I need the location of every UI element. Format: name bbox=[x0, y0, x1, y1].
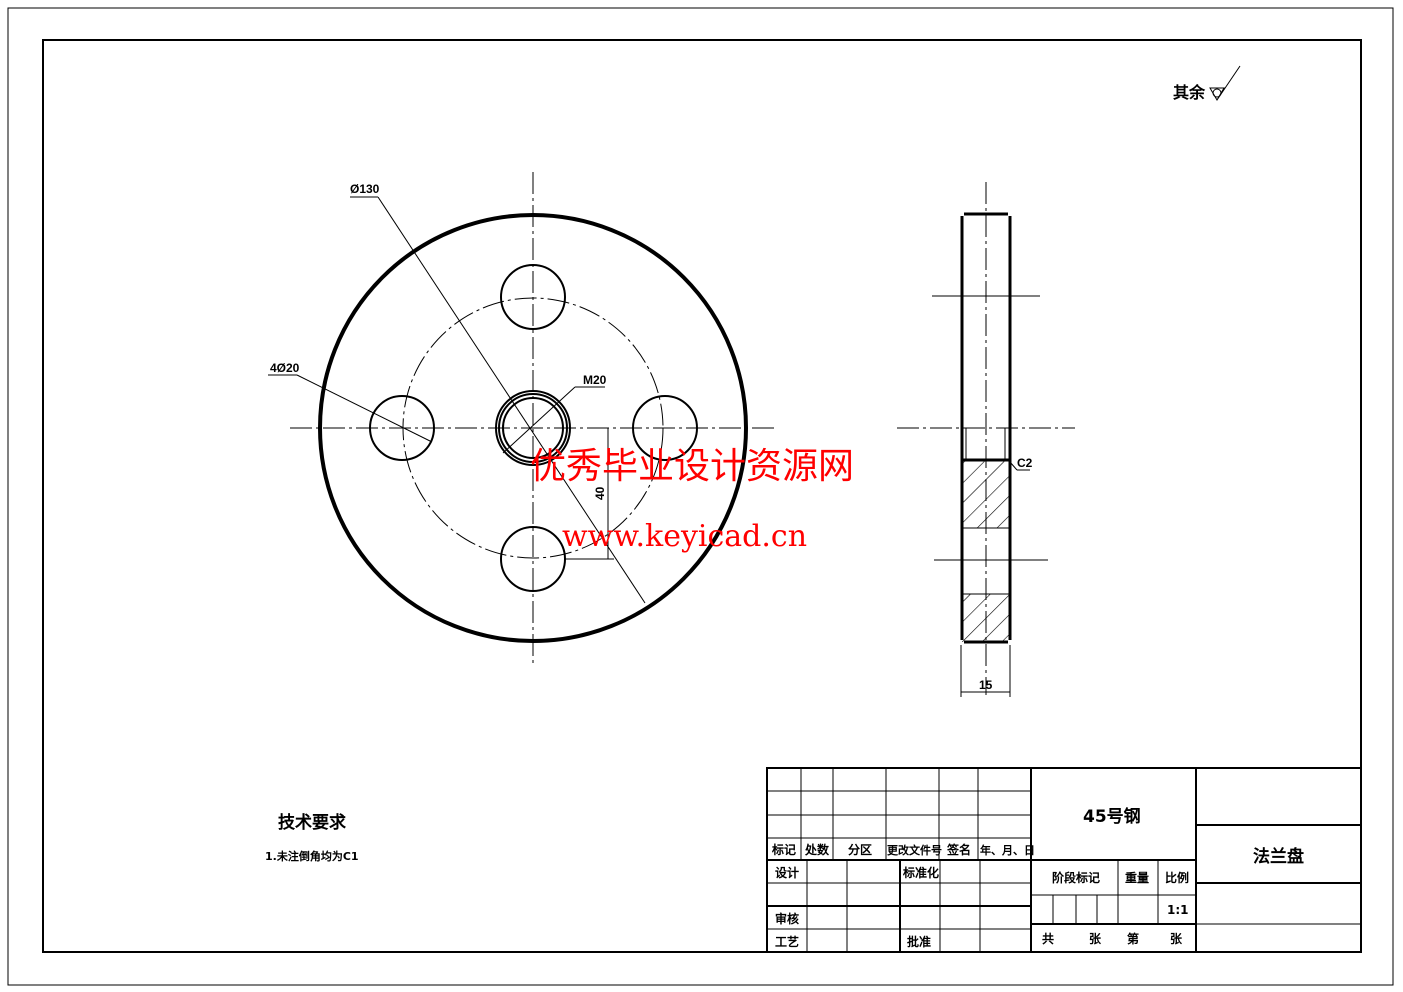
svg-text:Ø130: Ø130 bbox=[350, 182, 380, 196]
dimension-outer-diameter: Ø130 bbox=[350, 182, 646, 604]
label-review: 审核 bbox=[775, 911, 799, 926]
svg-text:M20: M20 bbox=[583, 373, 607, 387]
svg-text:15: 15 bbox=[979, 678, 993, 692]
hatched-section-lower bbox=[962, 594, 1010, 642]
header-signature: 签名 bbox=[946, 842, 971, 857]
surface-roughness-note: 其余 bbox=[1173, 65, 1241, 102]
material: 45号钢 bbox=[1083, 806, 1141, 827]
svg-text:C2: C2 bbox=[1017, 456, 1033, 470]
center-hole-outer bbox=[495, 390, 571, 466]
watermark-title: 优秀毕业设计资源网 bbox=[530, 446, 854, 487]
label-sheet-no: 第 bbox=[1127, 931, 1139, 946]
label-standardization: 标准化 bbox=[902, 865, 939, 880]
dimension-thickness: 15 bbox=[960, 645, 1011, 697]
label-sheets: 张 bbox=[1089, 931, 1102, 946]
label-stage-mark: 阶段标记 bbox=[1052, 870, 1100, 885]
side-section-view: 15 C2 bbox=[897, 182, 1075, 697]
tech-requirements-title: 技术要求 bbox=[278, 812, 346, 833]
front-view: Ø130 4Ø20 M20 40 bbox=[268, 172, 778, 665]
part-name: 法兰盘 bbox=[1253, 846, 1304, 867]
hatched-section-upper bbox=[962, 460, 1010, 528]
dimension-bolt-offset: 40 bbox=[565, 428, 614, 560]
header-count: 处数 bbox=[804, 842, 830, 857]
label-process: 工艺 bbox=[775, 934, 799, 949]
svg-text:4Ø20: 4Ø20 bbox=[270, 361, 300, 375]
scale-value: 1:1 bbox=[1167, 903, 1189, 917]
label-weight: 重量 bbox=[1125, 870, 1149, 885]
flange-outline bbox=[318, 213, 748, 643]
label-approve: 批准 bbox=[907, 934, 931, 949]
outer-border bbox=[7, 7, 1394, 986]
header-zone: 分区 bbox=[848, 842, 872, 857]
bolt-hole-left bbox=[369, 395, 435, 461]
bolt-hole-right bbox=[632, 395, 698, 461]
label-design: 设计 bbox=[775, 865, 799, 880]
label-total: 共 bbox=[1042, 931, 1054, 946]
dimension-chamfer: C2 bbox=[1009, 456, 1033, 471]
svg-text:40: 40 bbox=[593, 486, 607, 500]
dimension-center-thread: M20 bbox=[502, 373, 607, 454]
center-hole-thread bbox=[502, 397, 564, 459]
drawing-frame bbox=[42, 39, 1362, 953]
header-mark: 标记 bbox=[771, 842, 796, 857]
header-change-doc: 更改文件号 bbox=[887, 843, 942, 857]
center-hole-chamfer bbox=[498, 393, 568, 463]
dimension-bolt-holes: 4Ø20 bbox=[268, 361, 433, 443]
watermark-url: www.keyicad.cn bbox=[562, 519, 807, 554]
title-block: 标记 处数 分区 更改文件号 签名 年、月、日 设计 标准化 审核 工艺 批准 … bbox=[766, 767, 1362, 953]
label-scale: 比例 bbox=[1165, 870, 1189, 885]
roughness-symbol-icon bbox=[1209, 65, 1241, 101]
label-sheet: 张 bbox=[1170, 931, 1183, 946]
header-date: 年、月、日 bbox=[980, 843, 1035, 857]
surface-note-text: 其余 bbox=[1173, 83, 1206, 102]
tech-requirement-item: 1.未注倒角均为C1 bbox=[265, 849, 359, 863]
bolt-hole-top bbox=[500, 264, 566, 330]
